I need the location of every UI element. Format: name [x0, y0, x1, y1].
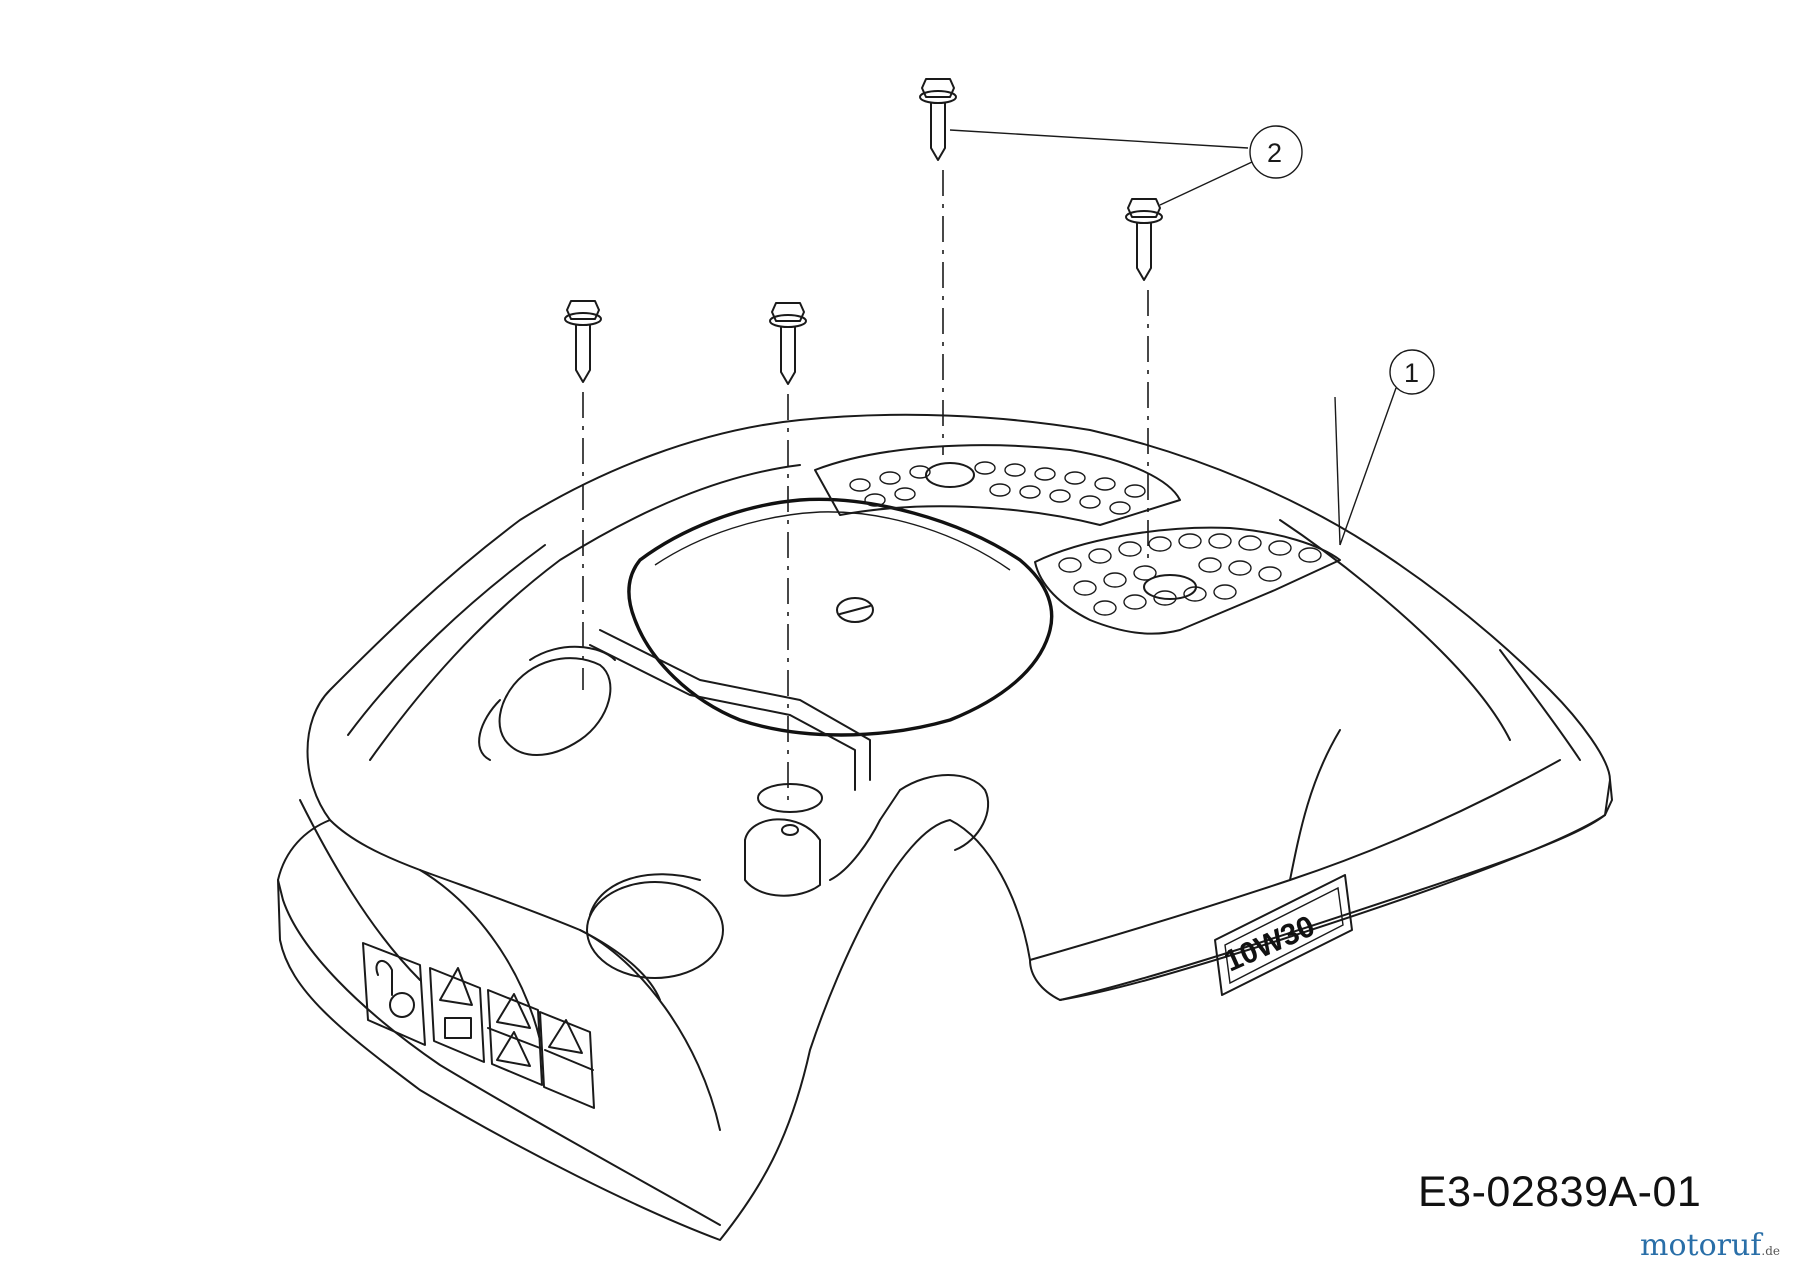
watermark-logo: motoruf.de [1640, 1228, 1780, 1263]
callout-1: 1 [1339, 349, 1435, 546]
oil-grade-label: 10W30 [1219, 910, 1319, 979]
vent-grille-right [1034, 526, 1341, 635]
screw [1125, 198, 1163, 281]
warning-triangle-icon [496, 993, 531, 1029]
callout-2: 2 [1249, 125, 1303, 179]
warning-triangle-icon [548, 1019, 583, 1054]
screw [769, 302, 807, 385]
leader-lines [949, 129, 1341, 546]
assembly-lines [582, 170, 1149, 800]
warning-triangle-icon [439, 967, 473, 1006]
warning-decals [362, 942, 595, 1109]
oil-grade-decal: 10W30 [1214, 874, 1353, 996]
callout-number: 2 [1267, 138, 1282, 168]
drawing-id: E3-02839A-01 [1418, 1168, 1702, 1216]
screw [919, 78, 957, 161]
vent-grille-top [814, 444, 1181, 526]
watermark-suffix: .de [1761, 1244, 1781, 1258]
screw [564, 300, 602, 383]
engine-cover: 10W30 [277, 413, 1613, 1241]
callout-number: 1 [1404, 358, 1419, 388]
watermark-name: motoruf [1640, 1228, 1762, 1263]
fuel-icon [375, 960, 393, 996]
screw-set [564, 78, 1163, 385]
warning-triangle-icon [496, 1031, 531, 1067]
